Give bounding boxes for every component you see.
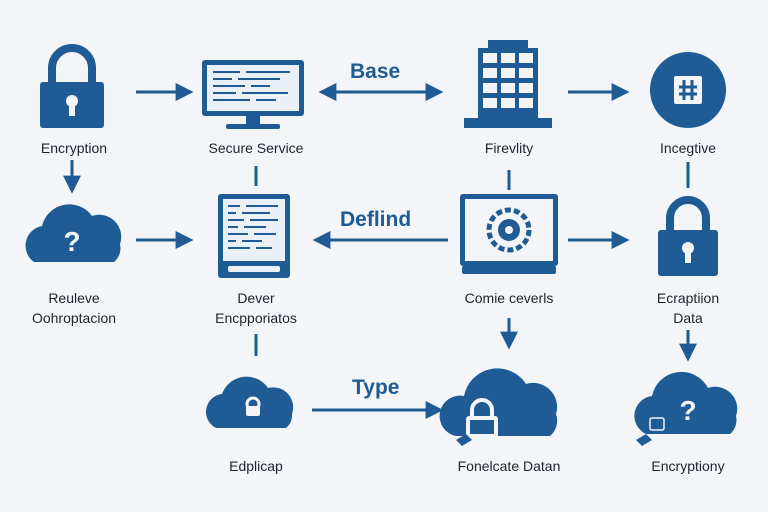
server-icon [218, 194, 290, 278]
node-label-encryption: Encryption [40, 140, 108, 156]
monitor-gear-icon [460, 194, 558, 274]
cloud-question-icon-2: ? [634, 371, 738, 446]
svg-text:?: ? [679, 395, 696, 426]
node-label-firewall: Firevlity [484, 140, 534, 156]
building-icon [464, 40, 552, 128]
node-label-retrieve-2: Oohroptacion [31, 310, 117, 326]
cloud-question-icon: ? [25, 204, 122, 262]
cloud-lock-icon-2 [439, 368, 558, 446]
node-label-forecast-data: Fonelcate Datan [457, 458, 561, 474]
connectors [63, 83, 697, 419]
edge-label-type: Type [352, 376, 400, 399]
edge-label-base: Base [350, 60, 401, 83]
svg-text:?: ? [63, 226, 80, 257]
padlock-icon-2 [658, 196, 718, 276]
edge-label-defined: Deflind [340, 208, 412, 231]
node-label-replicate: Edplicap [229, 458, 283, 474]
node-label-encryptiony: Encryptiony [651, 458, 725, 474]
monitor-icon [202, 60, 304, 129]
circle-badge-icon [650, 52, 726, 128]
node-label-incentive: Incegtive [659, 140, 717, 156]
node-label-cookie-servers: Comie ceverls [464, 290, 554, 306]
node-label-encryption-data-2: Data [673, 310, 703, 326]
node-label-device-2: Encpporiatos [215, 310, 297, 326]
node-label-secure-service: Secure Service [208, 140, 304, 156]
node-label-device-1: Dever [237, 290, 275, 306]
node-label-encryption-data-1: Ecraptiion [656, 290, 720, 306]
cloud-lock-icon [206, 376, 294, 428]
padlock-icon [40, 44, 104, 128]
node-label-retrieve-1: Reuleve [48, 290, 100, 306]
